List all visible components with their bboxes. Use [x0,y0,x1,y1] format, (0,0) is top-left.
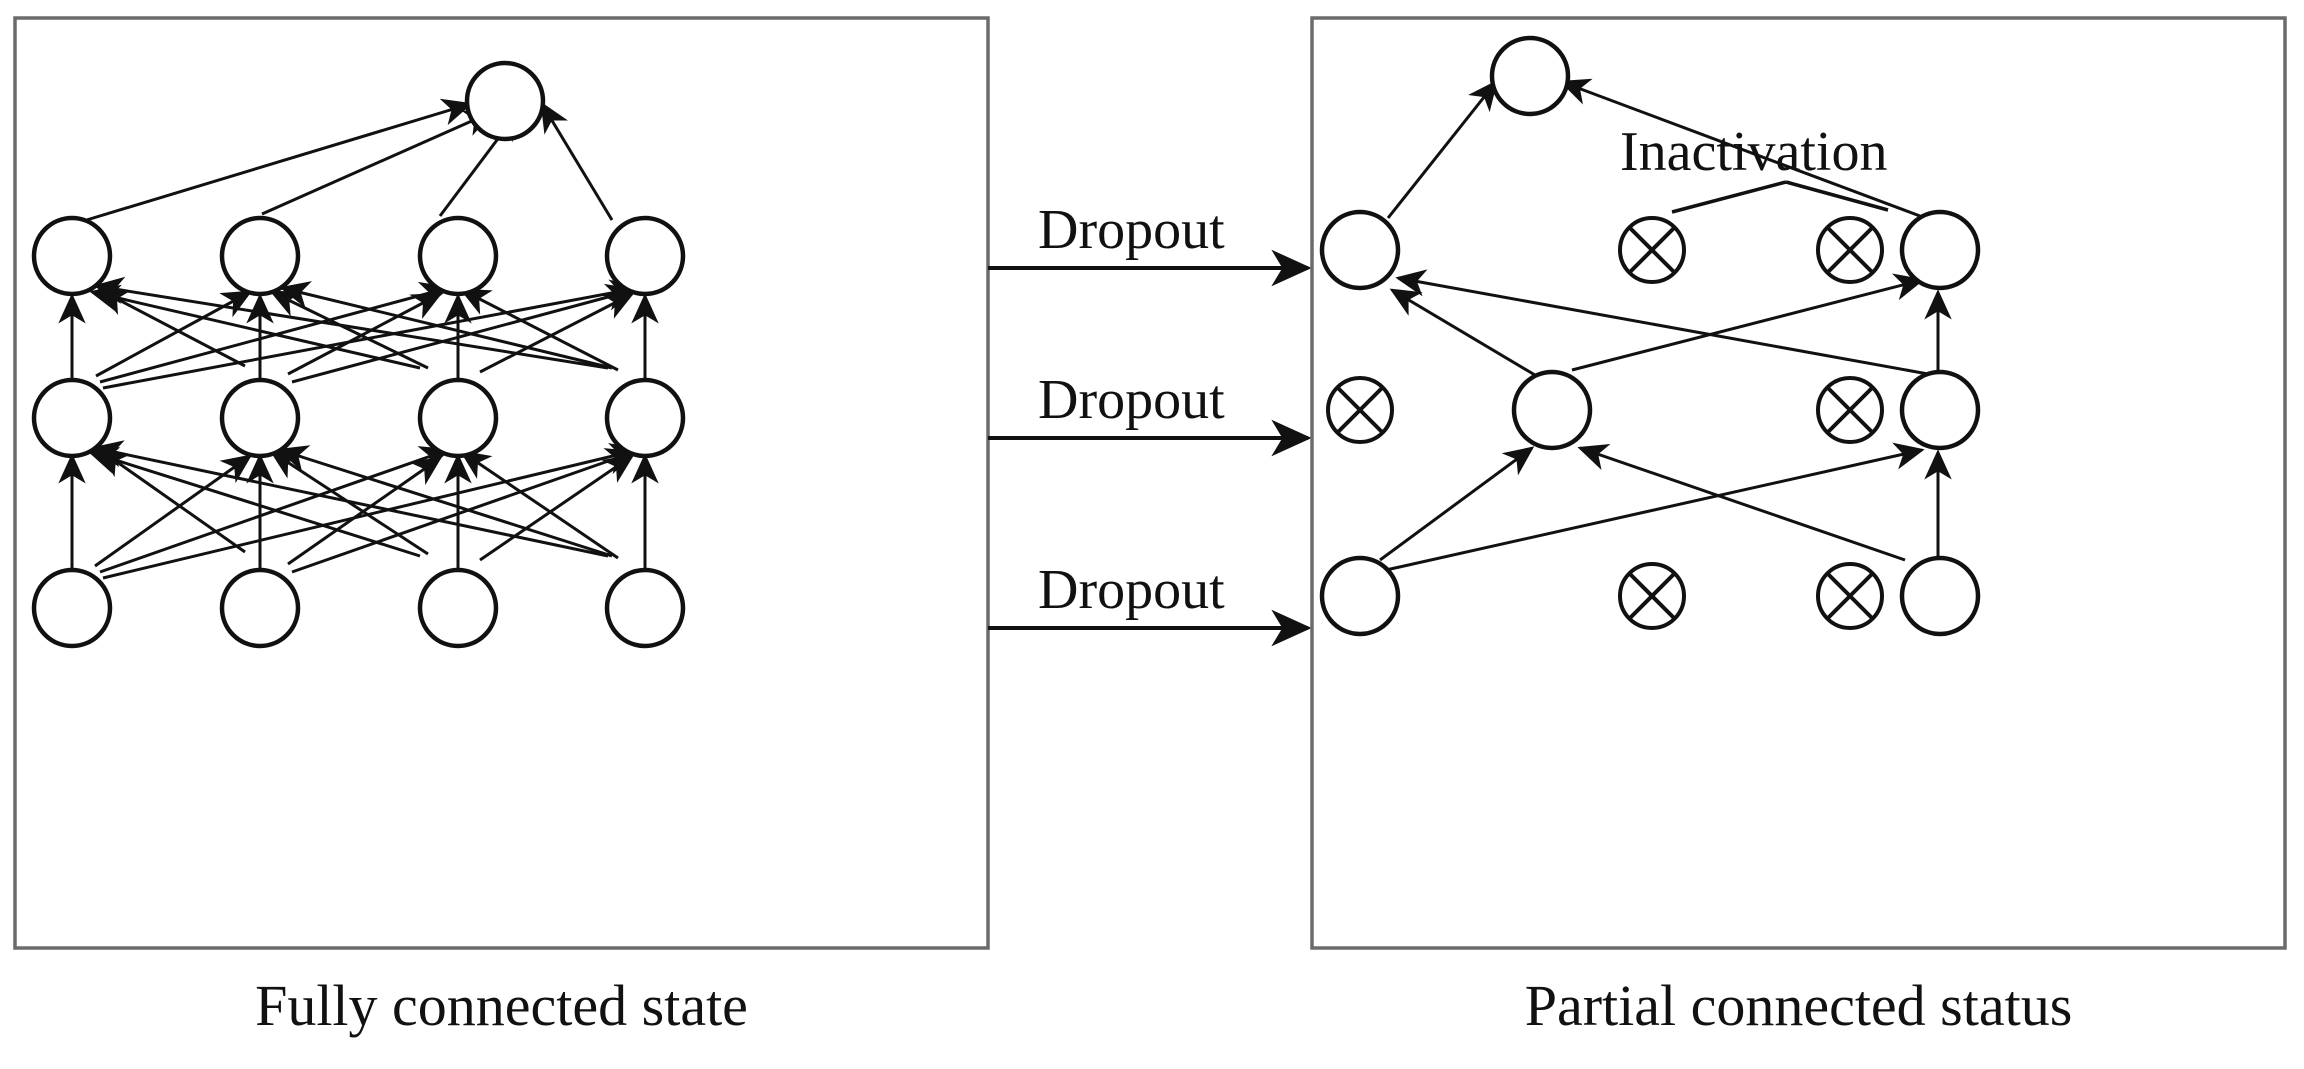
node-hidden1-l2 [417,377,499,459]
node-input-l1 [219,567,301,649]
dropout-arrows [988,249,1312,647]
node-hidden2-r3 [1899,209,1981,291]
node-output-l0 [464,60,546,142]
left-panel-border [13,16,990,950]
dropout-label-2: Dropout [1038,369,1225,431]
dropout-label-1: Dropout [1038,199,1225,261]
node-hidden1-l0 [31,377,113,459]
inactive-node-input-r2 [1816,562,1884,630]
right-edges-hidden2-output [1386,78,1921,219]
node-input-l2 [417,567,499,649]
node-hidden1-l1 [219,377,301,459]
inactive-node-hidden1-r0 [1326,376,1394,444]
right-edges-hidden1-hidden2 [1389,269,1952,380]
node-output-r0 [1489,35,1571,117]
dropout-label-3: Dropout [1038,559,1225,621]
left-edges-input-hidden1 [58,440,659,580]
inactive-node-hidden2-r1 [1618,216,1686,284]
inactivation-label: Inactivation [1620,121,1888,183]
node-hidden1-l3 [604,377,686,459]
inactive-node-hidden1-r2 [1816,376,1884,444]
right-edges-input-hidden1 [1379,442,1952,572]
right-active-nodes [1319,35,1981,637]
node-hidden2-l2 [417,215,499,297]
left-nodes [31,60,686,649]
left-edges-hidden2-output [79,98,614,224]
left-panel-caption: Fully connected state [255,973,748,1038]
right-panel-border [1310,16,2287,950]
right-panel-caption: Partial connected status [1524,973,2073,1038]
node-input-l3 [604,567,686,649]
node-hidden2-l3 [604,215,686,297]
node-hidden1-r3 [1899,369,1981,451]
node-hidden1-r1 [1511,369,1593,451]
node-hidden2-l0 [31,215,113,297]
node-hidden2-r0 [1319,209,1401,291]
node-input-l0 [31,567,113,649]
inactive-node-hidden2-r2 [1816,216,1884,284]
inactivation-leader-lines [1671,180,1889,214]
node-input-r0 [1319,555,1401,637]
left-edges-hidden1-hidden2 [58,276,659,390]
inactive-node-input-r1 [1618,562,1686,630]
node-hidden2-l1 [219,215,301,297]
right-inactive-nodes [1326,216,1884,630]
node-input-r3 [1899,555,1981,637]
